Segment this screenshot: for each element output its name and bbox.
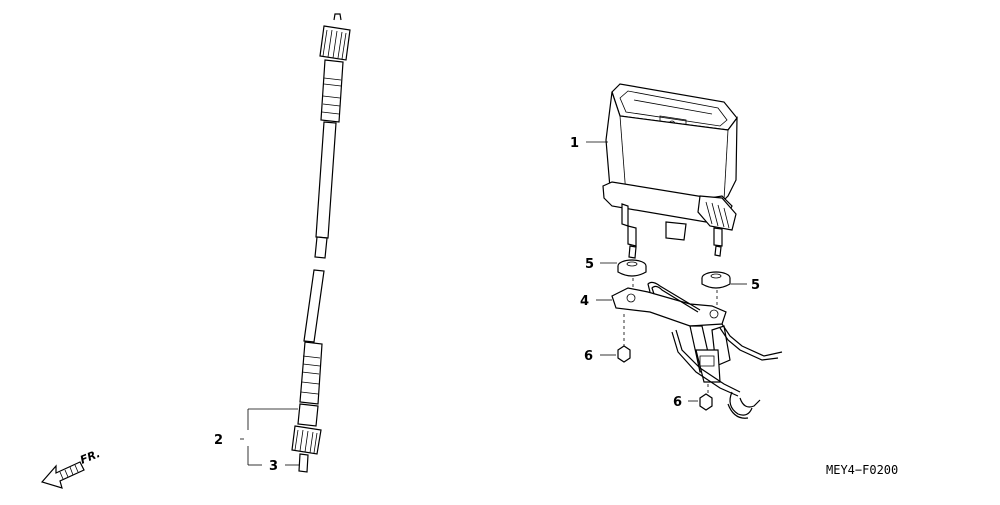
callout-5-left: 5 [585, 257, 594, 272]
callout-3: 3 [269, 459, 278, 474]
direction-label: FR. [78, 447, 102, 467]
nut-right [699, 393, 713, 411]
grommet-left [617, 259, 647, 277]
reference-code: MEY4−F0200 [826, 463, 898, 477]
callout-6-right: 6 [673, 395, 682, 410]
callout-2: 2 [214, 433, 223, 448]
callout-1: 1 [570, 136, 579, 151]
callout-5-right: 5 [751, 278, 760, 293]
meter-stay-bracket [611, 281, 783, 419]
speedometer-cable [291, 13, 351, 473]
front-direction-arrow-icon [40, 461, 85, 489]
callout-6-left: 6 [584, 349, 593, 364]
cable-leader-lines [240, 408, 299, 466]
callout-4: 4 [580, 294, 589, 309]
nut-left [617, 345, 631, 363]
speedometer-unit [602, 83, 738, 259]
grommet-right [701, 271, 731, 289]
